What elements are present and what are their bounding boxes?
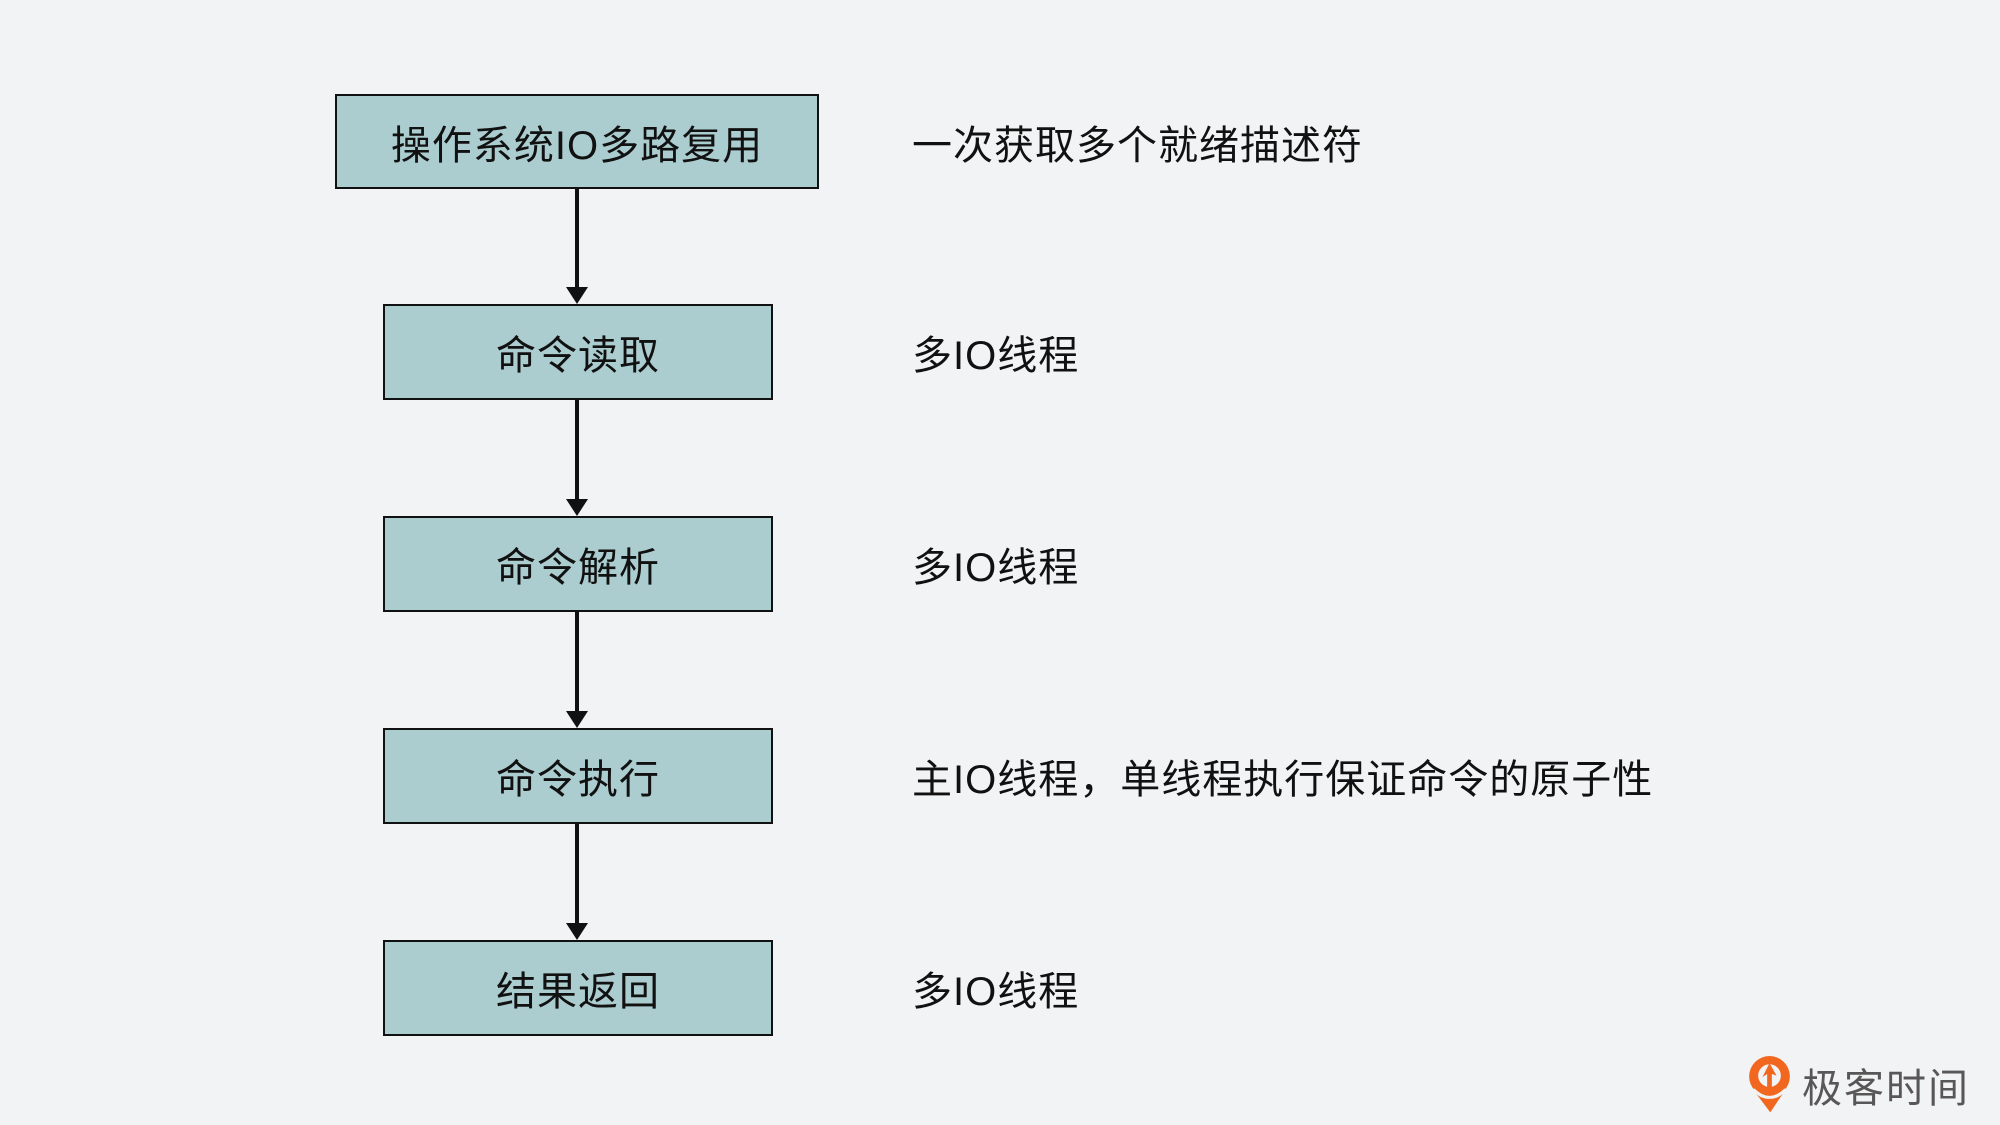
arrow-head	[566, 711, 588, 728]
arrow-shaft	[575, 824, 579, 927]
arrow-down-icon	[565, 612, 589, 728]
geektime-logo: 极客时间	[1746, 1054, 1970, 1116]
flow-box-label: 命令执行	[496, 758, 660, 802]
arrow-shaft	[575, 189, 579, 291]
flow-box-os-io-multiplexing: 操作系统IO多路复用	[335, 94, 819, 189]
flow-box-result-return: 结果返回	[383, 940, 773, 1036]
flow-box-command-read: 命令读取	[383, 304, 773, 400]
arrow-down-icon	[565, 400, 589, 516]
flow-annotation: 主IO线程，单线程执行保证命令的原子性	[912, 758, 1654, 802]
arrow-head	[566, 499, 588, 516]
flow-box-command-execute: 命令执行	[383, 728, 773, 824]
flow-box-label: 命令读取	[496, 334, 660, 378]
arrow-head	[566, 287, 588, 304]
arrow-down-icon	[565, 824, 589, 940]
flow-annotation: 多IO线程	[912, 334, 1080, 378]
geektime-logo-text: 极客时间	[1802, 1067, 1970, 1111]
arrow-shaft	[575, 400, 579, 503]
flow-annotation: 多IO线程	[912, 970, 1080, 1014]
arrow-shaft	[575, 612, 579, 715]
arrow-head	[566, 923, 588, 940]
arrow-down-icon	[565, 189, 589, 304]
flow-annotation: 一次获取多个就绪描述符	[912, 123, 1363, 168]
flow-box-command-parse: 命令解析	[383, 516, 773, 612]
flow-box-label: 结果返回	[496, 970, 660, 1014]
flow-box-label: 操作系统IO多路复用	[390, 123, 764, 168]
flow-annotation: 多IO线程	[912, 546, 1080, 590]
flow-box-label: 命令解析	[496, 546, 660, 590]
geektime-pin-icon	[1749, 1056, 1790, 1113]
